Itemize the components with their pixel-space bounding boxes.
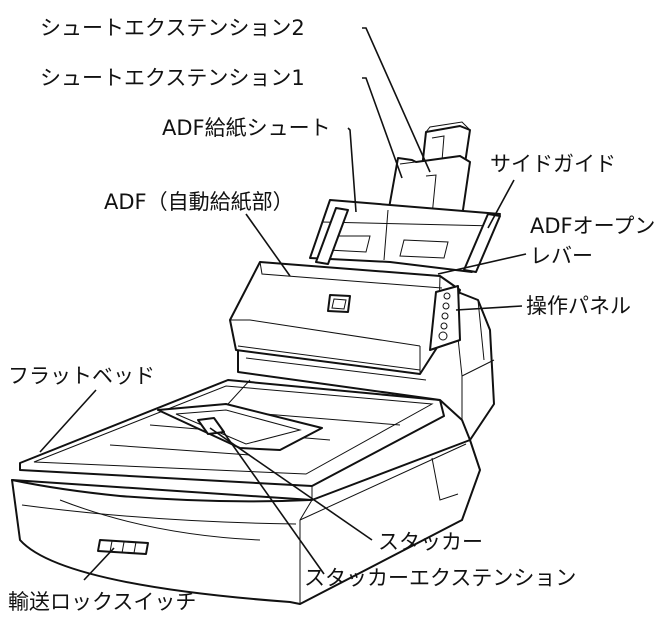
leader-adf: [245, 213, 291, 277]
flatbed-base: [11, 439, 481, 605]
label-transport-lock-switch: 輸送ロックスイッチ: [8, 590, 197, 614]
leader-stacker-ext: [221, 429, 325, 575]
leader-stacker: [209, 427, 373, 541]
leader-panel: [455, 305, 523, 311]
leader-chute-ext1: [362, 77, 403, 179]
label-adf-open-lever-line1: ADFオープン: [530, 214, 656, 238]
stacker: [157, 379, 323, 451]
label-side-guide: サイドガイド: [490, 152, 616, 176]
leader-adf-chute: [347, 127, 357, 213]
label-chute-extension-2: シュートエクステンション2: [40, 16, 305, 40]
leader-lines: [39, 27, 527, 581]
label-stacker-extension: スタッカーエクステンション: [304, 566, 577, 590]
label-adf-paper-chute: ADF給紙シュート: [162, 116, 331, 140]
label-operator-panel: 操作パネル: [526, 294, 631, 318]
label-flatbed: フラットベッド: [8, 364, 155, 388]
leader-flatbed: [39, 389, 97, 453]
leader-lock-switch: [83, 547, 115, 581]
label-adf-open-lever-line2: レバー: [530, 244, 593, 268]
transport-lock-switch: [97, 539, 149, 555]
label-adf-unit: ADF（自動給紙部）: [104, 190, 294, 214]
leader-adf-lever: [437, 253, 527, 275]
label-chute-extension-1: シュートエクステンション1: [40, 66, 305, 90]
side-guides: [315, 207, 501, 273]
operator-panel: [429, 285, 461, 351]
leader-chute-ext2: [362, 27, 431, 173]
label-stacker: スタッカー: [378, 530, 483, 554]
leader-side-guide: [487, 179, 515, 229]
